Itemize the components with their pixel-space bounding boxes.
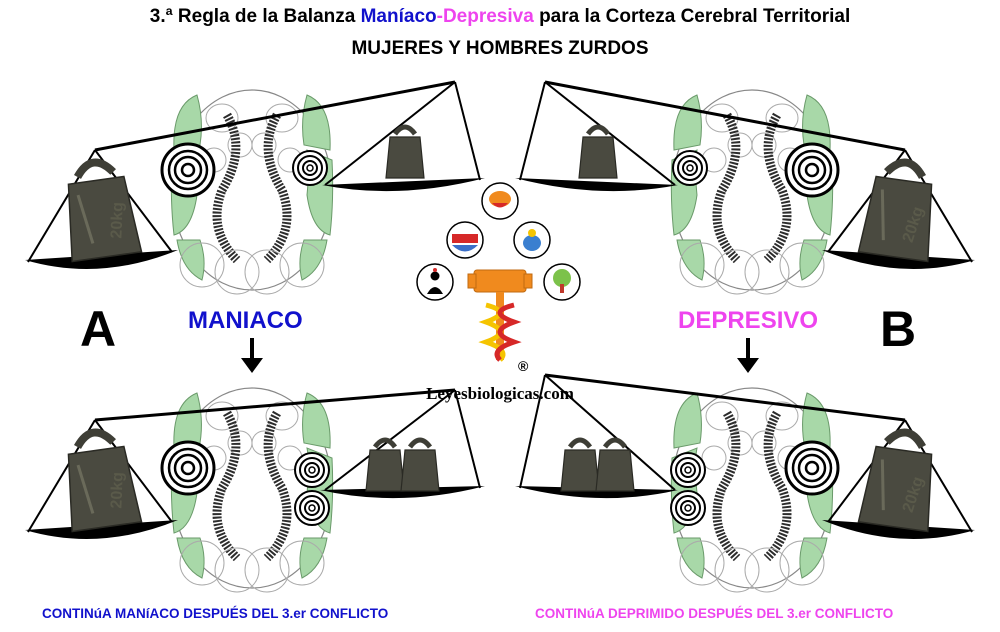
small-weight-icon [561, 440, 599, 491]
arrow-down-icon [241, 338, 263, 373]
weight-20kg-icon: 20kg [59, 428, 142, 532]
small-weight-icon [401, 440, 439, 491]
svg-text:20kg: 20kg [108, 472, 126, 509]
registered-mark: ® [518, 358, 529, 374]
conflict-ring-small-icon [294, 490, 330, 526]
title-maniac-word: Maníaco [360, 6, 437, 27]
biological-laws-logo [416, 182, 581, 362]
conflict-ring-small-icon [672, 150, 708, 186]
title-depressive-word: Depresiva [442, 6, 534, 27]
brain-symbol-icon [481, 182, 519, 220]
diagram-subtitle: MUJERES Y HOMBRES ZURDOS [351, 38, 649, 59]
tree-symbol-icon [543, 263, 581, 301]
germ-symbol-icon [513, 221, 551, 259]
conflict-ring-big-icon [160, 142, 216, 198]
arrow-down-icon [737, 338, 759, 373]
conflict-ring-big-icon [784, 142, 840, 198]
balance-top-right: 20kg [515, 80, 975, 294]
caption-maniac: CONTINúA MANíACO DESPUÉS DEL 3.er CONFLI… [42, 606, 389, 621]
person-symbol-icon [416, 263, 454, 301]
conflict-ring-small-icon [292, 150, 328, 186]
site-name: Leyesbiologicas.com [426, 384, 574, 403]
weight-20kg-icon: 20kg [59, 158, 142, 262]
weight-20kg-icon: 20kg [858, 428, 941, 532]
conflict-ring-big-icon [784, 440, 840, 496]
conflict-ring-small-icon [294, 452, 330, 488]
balance-bottom-right: 20kg [515, 373, 975, 592]
label-depresivo: DEPRESIVO [678, 307, 819, 334]
conflict-ring-small-icon [670, 452, 706, 488]
label-b: B [880, 301, 917, 357]
balance-top-left: 20kg [25, 80, 485, 294]
conflict-ring-small-icon [670, 490, 706, 526]
conflict-ring-big-icon [160, 440, 216, 496]
label-maniaco: MANIACO [188, 307, 303, 334]
small-weight-icon [386, 127, 424, 178]
gavel-caduceus-icon [467, 269, 533, 362]
balance-bottom-left: 20kg [25, 388, 485, 592]
diagram-title: 3.ª Regla de la Balanza Maníaco-Depresiv… [149, 6, 851, 27]
small-weight-icon [366, 440, 404, 491]
weight-20kg-icon: 20kg [858, 158, 941, 262]
svg-text:20kg: 20kg [108, 202, 126, 239]
organ-symbol-icon [446, 221, 484, 259]
label-a: A [80, 301, 117, 357]
caption-depressive: CONTINúA DEPRIMIDO DESPUÉS DEL 3.er CONF… [535, 606, 894, 621]
